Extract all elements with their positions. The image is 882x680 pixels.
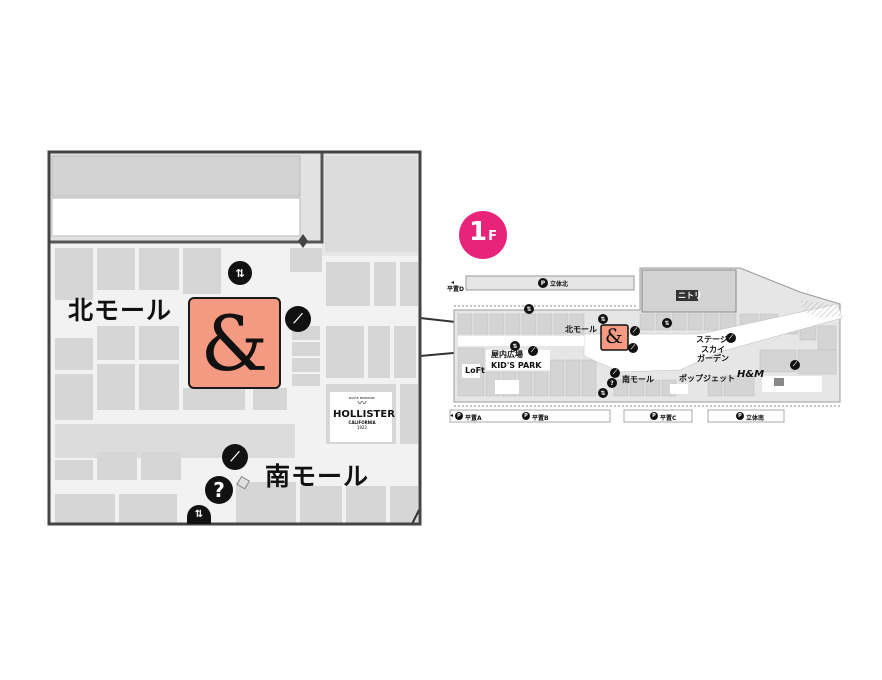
parking-icon: P — [522, 412, 530, 420]
parking-icon: P — [650, 412, 658, 420]
elevator-icon: ⇅ — [662, 318, 672, 328]
hm-logo: H&M — [737, 369, 765, 380]
pop-jet-label: ポップジェット — [679, 374, 735, 383]
information-icon: ? — [205, 476, 233, 504]
stage-label: ステージ — [696, 335, 728, 344]
store-ampersand-marker[interactable]: & — [188, 297, 281, 389]
parking-hiraoki-d: 平置D — [447, 286, 464, 293]
sky-garden-label-2: ガーデン — [697, 354, 729, 363]
escalator-icon: ⟋ — [726, 333, 736, 343]
zoom-south-mall-label: 南モール — [265, 462, 370, 491]
elevator-icon: ⇅ — [598, 314, 608, 324]
overview-south-mall: 南モール — [622, 375, 654, 384]
zoom-north-mall-label: 北モール — [68, 296, 173, 325]
parking-rittai-minami: 立体南 — [746, 415, 765, 422]
elevator-icon: ⇅ — [524, 304, 534, 314]
elevator-icon: ⇅ — [228, 261, 252, 285]
indoor-plaza-label: 屋内広場 — [491, 350, 523, 359]
overview-map — [453, 267, 843, 407]
escalator-icon: ⟋ — [222, 444, 248, 470]
parking-hiraoki-a: 平置A — [465, 415, 482, 422]
overview-ampersand-logo: & — [605, 324, 623, 348]
overview-north-mall: 北モール — [565, 325, 597, 334]
escalator-icon: ⟋ — [285, 306, 311, 332]
parking-icon: P — [455, 412, 463, 420]
escalator-icon: ⟋ — [610, 368, 620, 378]
kids-park-label: KID'S PARK — [491, 361, 542, 370]
escalator-icon: ⟋ — [630, 326, 640, 336]
parking-a-arrow: ◂ — [450, 412, 454, 419]
escalator-icon: ⟋ — [790, 360, 800, 370]
parking-icon: P — [538, 278, 548, 288]
loft-logo: LoFt — [465, 366, 485, 375]
parking-icon: P — [736, 412, 744, 420]
information-icon: ? — [607, 378, 617, 388]
elevator-icon: ⇅ — [510, 341, 520, 351]
escalator-icon: ⟋ — [628, 343, 638, 353]
parking-hiraoki-c: 平置C — [660, 415, 677, 422]
zoom-panel — [47, 150, 599, 526]
store-ampersand-logo: & — [200, 298, 269, 388]
parking-d-arrow: ◂ — [451, 279, 455, 286]
escalator-icon: ⟋ — [528, 346, 538, 356]
hollister-logo: BASTE MINIMARE 〰 HOLLISTER CALIFORNIA 19… — [333, 396, 395, 430]
nitori-logo: ニトリ — [678, 291, 702, 300]
parking-hiraoki-b: 平置B — [532, 415, 549, 422]
parking-rittai-kita: 立体北 — [550, 281, 569, 288]
gull-icon: 〰 — [357, 399, 367, 409]
sky-garden-label-1: スカイ — [701, 345, 725, 354]
elevator-icon: ⇅ — [598, 388, 608, 398]
elevator-icon: ⇅ — [187, 505, 211, 524]
